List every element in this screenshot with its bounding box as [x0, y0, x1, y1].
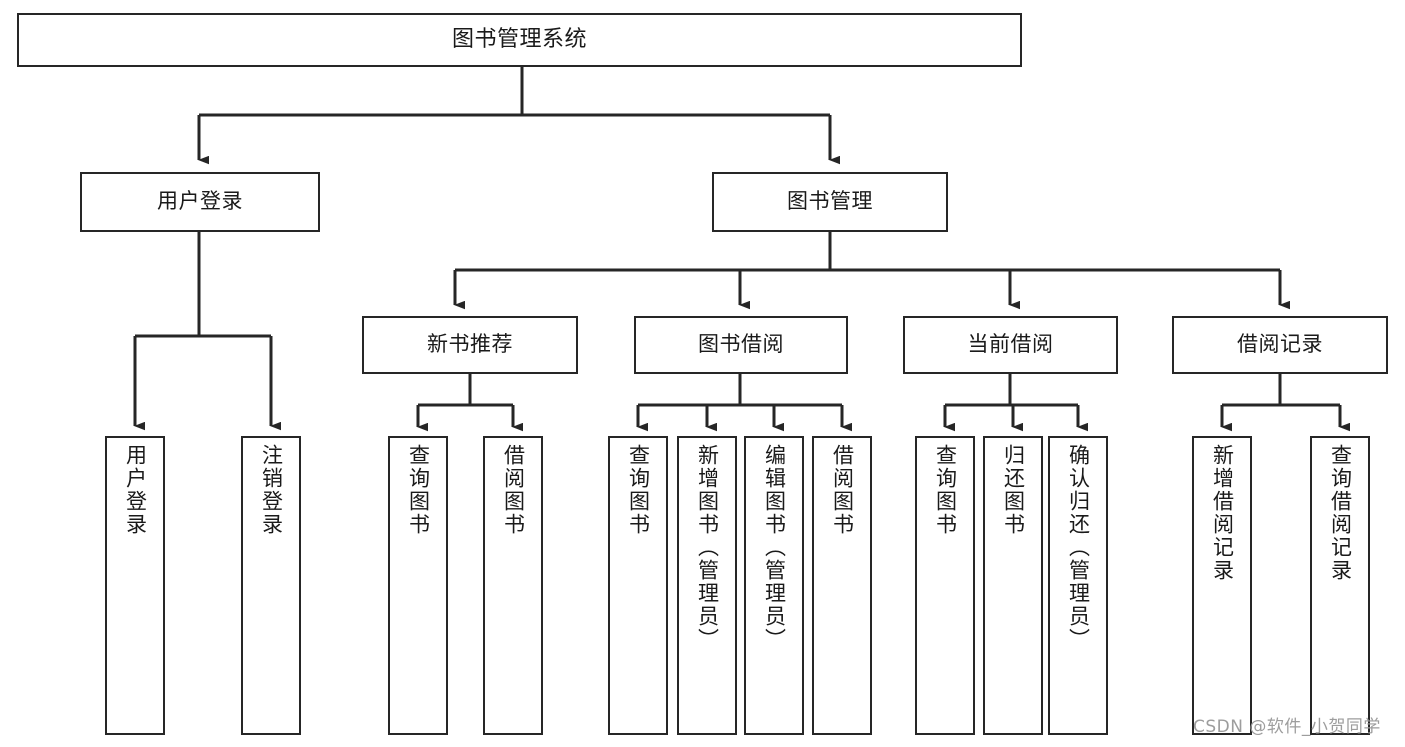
node-label: 确认归还（管理员）	[1066, 444, 1091, 651]
node-leaf-query-borrow-record[interactable]: 查询借阅记录	[1310, 436, 1370, 735]
node-label: 借阅图书	[830, 444, 855, 536]
node-label: 归还图书	[1001, 444, 1026, 536]
node-label: 借阅记录	[1237, 332, 1323, 357]
node-leaf-confirm-return-admin[interactable]: 确认归还（管理员）	[1048, 436, 1108, 735]
node-label: 查询图书	[406, 444, 431, 536]
node-leaf-edit-book-admin[interactable]: 编辑图书（管理员）	[744, 436, 804, 735]
node-label: 用户登录	[123, 444, 148, 536]
node-leaf-add-borrow-record[interactable]: 新增借阅记录	[1192, 436, 1252, 735]
node-leaf-add-book-admin[interactable]: 新增图书（管理员）	[677, 436, 737, 735]
node-leaf-logout-login[interactable]: 注销登录	[241, 436, 301, 735]
node-label: 借阅图书	[501, 444, 526, 536]
node-label: 编辑图书（管理员）	[762, 444, 787, 651]
node-root-book-management-system[interactable]: 图书管理系统	[17, 13, 1022, 67]
node-leaf-query-book-2[interactable]: 查询图书	[608, 436, 668, 735]
node-leaf-return-book[interactable]: 归还图书	[983, 436, 1043, 735]
node-current-borrow[interactable]: 当前借阅	[903, 316, 1118, 374]
node-book-borrow[interactable]: 图书借阅	[634, 316, 848, 374]
node-label: 当前借阅	[967, 332, 1054, 357]
node-leaf-borrow-book-2[interactable]: 借阅图书	[812, 436, 872, 735]
node-user-login[interactable]: 用户登录	[80, 172, 320, 232]
node-leaf-borrow-book-1[interactable]: 借阅图书	[483, 436, 543, 735]
node-label: 注销登录	[259, 444, 284, 536]
node-label: 新增借阅记录	[1210, 444, 1235, 582]
node-borrow-record[interactable]: 借阅记录	[1172, 316, 1388, 374]
csdn-watermark: CSDN @软件_小贺同学	[1193, 717, 1381, 737]
node-label: 查询图书	[933, 444, 958, 536]
node-new-book-recommend[interactable]: 新书推荐	[362, 316, 578, 374]
node-label: 图书管理系统	[451, 26, 587, 52]
node-leaf-user-login[interactable]: 用户登录	[105, 436, 165, 735]
node-label: 用户登录	[157, 189, 243, 214]
node-label: 图书管理	[787, 189, 873, 214]
node-leaf-query-book-3[interactable]: 查询图书	[915, 436, 975, 735]
node-book-management[interactable]: 图书管理	[712, 172, 948, 232]
node-leaf-query-book-1[interactable]: 查询图书	[388, 436, 448, 735]
node-label: 新书推荐	[427, 332, 513, 357]
node-label: 新增图书（管理员）	[695, 444, 720, 651]
node-label: 查询借阅记录	[1328, 444, 1353, 582]
node-label: 查询图书	[626, 444, 651, 536]
node-label: 图书借阅	[698, 332, 784, 357]
